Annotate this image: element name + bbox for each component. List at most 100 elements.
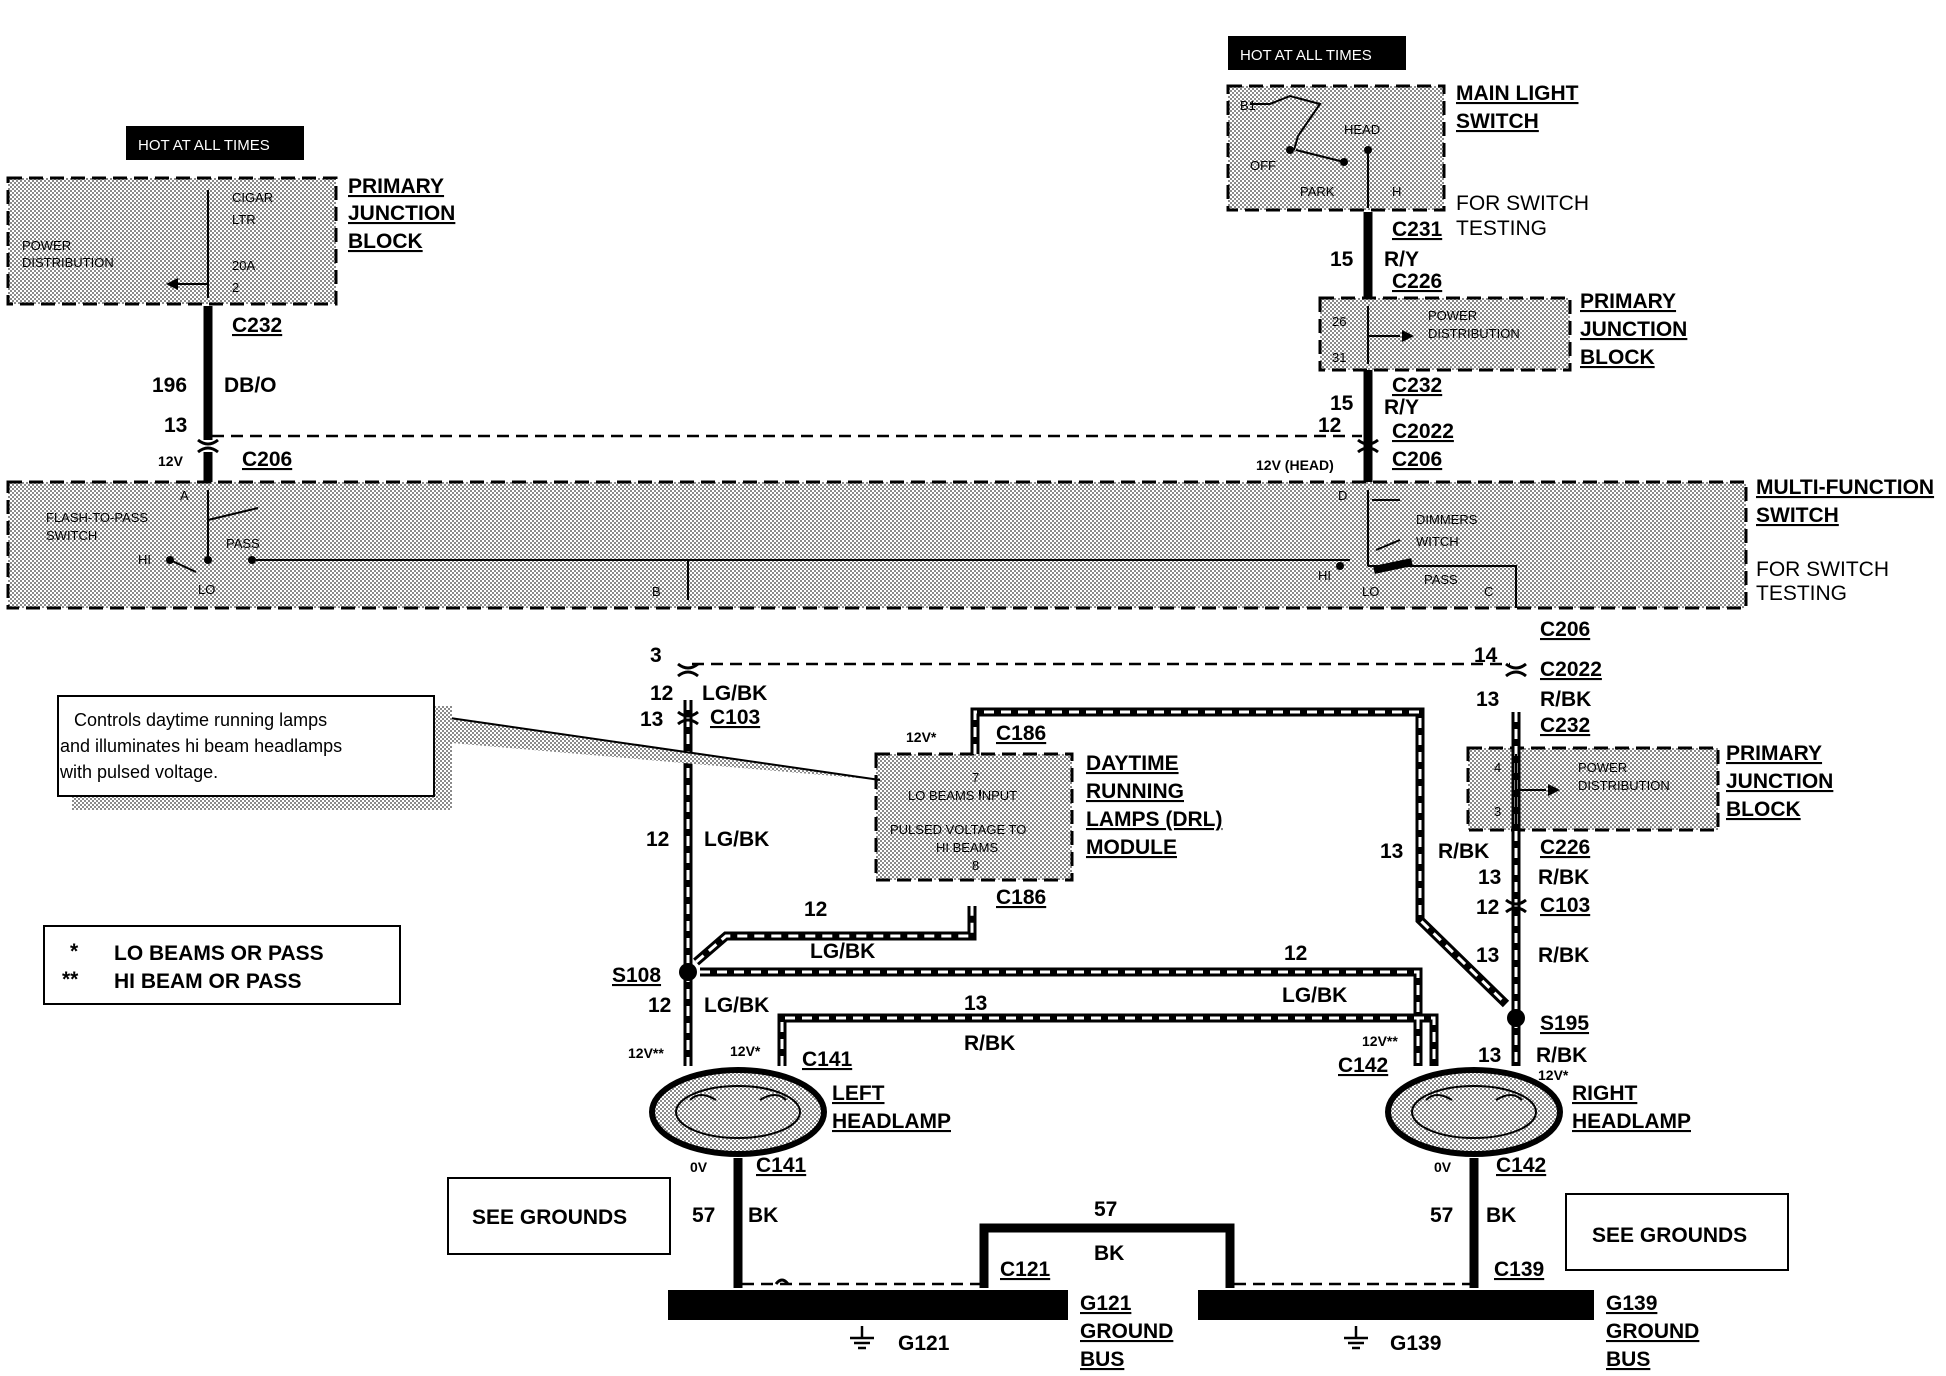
hot-tag-right (1228, 36, 1406, 70)
pjb-mid-label: PRIMARY JUNCTION BLOCK (1580, 290, 1687, 369)
svg-text:B: B (652, 584, 661, 599)
svg-text:LO BEAMS INPUT: LO BEAMS INPUT (908, 788, 1017, 803)
svg-text:RUNNING: RUNNING (1086, 780, 1184, 803)
svg-text:BUS: BUS (1080, 1348, 1124, 1371)
svg-text:12V**: 12V** (1362, 1033, 1398, 1049)
svg-text:LAMPS (DRL): LAMPS (DRL) (1086, 808, 1222, 831)
svg-text:G139: G139 (1606, 1292, 1657, 1315)
main-light-switch-box (1226, 84, 1446, 212)
svg-text:PARK: PARK (1300, 184, 1335, 199)
svg-text:57: 57 (1094, 1198, 1117, 1221)
see-grounds-right-box (1565, 1193, 1789, 1271)
svg-text:R/Y: R/Y (1384, 396, 1419, 419)
svg-text:**: ** (62, 968, 79, 991)
pjb-right-internal: POWER DISTRIBUTION 4 3 (1494, 760, 1670, 819)
svg-text:RIGHT: RIGHT (1572, 1082, 1638, 1105)
svg-text:BLOCK: BLOCK (348, 230, 423, 253)
legend-box (43, 925, 401, 1005)
svg-text:DISTRIBUTION: DISTRIBUTION (1428, 326, 1520, 341)
drl-module-box (874, 752, 1074, 882)
svg-text:S195: S195 (1540, 1012, 1589, 1035)
svg-text:BLOCK: BLOCK (1580, 346, 1655, 369)
hot-tag-right-text: HOT AT ALL TIMES (1240, 47, 1372, 64)
svg-text:12V: 12V (158, 453, 184, 469)
svg-text:13: 13 (964, 992, 987, 1015)
svg-text:R/BK: R/BK (1538, 866, 1589, 889)
svg-text:PASS: PASS (1424, 572, 1458, 587)
svg-text:15: 15 (1330, 392, 1354, 415)
svg-text:8: 8 (972, 858, 979, 873)
pjb-left-internal: POWER DISTRIBUTION CIGAR LTR 20A 2 (22, 190, 273, 295)
svg-text:LG/BK: LG/BK (704, 828, 769, 851)
svg-text:C103: C103 (710, 706, 760, 729)
svg-text:MAIN LIGHT: MAIN LIGHT (1456, 82, 1579, 105)
svg-text:JUNCTION: JUNCTION (1726, 770, 1833, 793)
svg-text:POWER: POWER (22, 238, 71, 253)
svg-text:13: 13 (1478, 866, 1501, 889)
svg-text:20A: 20A (232, 258, 255, 273)
right-headlamp (1385, 1067, 1563, 1157)
svg-text:HI BEAM OR PASS: HI BEAM OR PASS (114, 970, 301, 993)
ground-bus-labels: G121 GROUND BUS G139 GROUND BUS G121 G13… (898, 1292, 1699, 1371)
svg-text:SWITCH: SWITCH (46, 528, 97, 543)
svg-text:C232: C232 (1392, 374, 1442, 397)
pjb-left-label: PRIMARY JUNCTION BLOCK (348, 175, 455, 253)
svg-text:MULTI-FUNCTION: MULTI-FUNCTION (1756, 476, 1934, 499)
svg-text:12: 12 (1284, 942, 1307, 965)
svg-text:15: 15 (1330, 248, 1354, 271)
svg-text:13: 13 (1380, 840, 1403, 863)
svg-text:R/BK: R/BK (1540, 688, 1591, 711)
svg-text:13: 13 (1476, 944, 1499, 967)
svg-text:C206: C206 (1540, 618, 1590, 641)
svg-text:LO: LO (1362, 584, 1379, 599)
svg-text:HI: HI (1318, 568, 1331, 583)
legend-text: * LO BEAMS OR PASS ** HI BEAM OR PASS (62, 940, 324, 993)
svg-text:12V*: 12V* (1538, 1067, 1569, 1083)
right-junction-block (1466, 746, 1720, 832)
svg-text:C186: C186 (996, 886, 1046, 909)
svg-text:CIGAR: CIGAR (232, 190, 273, 205)
hot-tag-left-text: HOT AT ALL TIMES (138, 137, 270, 154)
svg-text:0V: 0V (690, 1159, 708, 1175)
see-grounds-left-box (447, 1177, 671, 1255)
svg-text:12: 12 (804, 898, 827, 921)
svg-text:C: C (1484, 584, 1493, 599)
svg-text:LO BEAMS OR PASS: LO BEAMS OR PASS (114, 942, 324, 965)
pjb-right-label: PRIMARY JUNCTION BLOCK (1726, 742, 1833, 821)
svg-text:LG/BK: LG/BK (810, 940, 875, 963)
svg-text:G139: G139 (1390, 1332, 1441, 1355)
svg-text:LG/BK: LG/BK (702, 682, 767, 705)
svg-text:12: 12 (648, 994, 671, 1017)
svg-text:SEE GROUNDS: SEE GROUNDS (1592, 1224, 1747, 1247)
svg-text:BK: BK (748, 1204, 778, 1227)
mfs-test-label: FOR SWITCH TESTING (1756, 558, 1889, 605)
ground-bus-g121 (668, 1290, 1068, 1320)
svg-text:13: 13 (1476, 688, 1499, 711)
svg-text:LO: LO (198, 582, 215, 597)
main-light-switch-label: MAIN LIGHT SWITCH (1456, 82, 1579, 133)
svg-text:R/BK: R/BK (1538, 944, 1589, 967)
svg-text:DISTRIBUTION: DISTRIBUTION (1578, 778, 1670, 793)
svg-text:A: A (180, 488, 189, 503)
svg-text:12V*: 12V* (730, 1043, 761, 1059)
svg-text:3: 3 (1494, 804, 1501, 819)
svg-text:PRIMARY: PRIMARY (1580, 290, 1676, 313)
svg-text:HEADLAMP: HEADLAMP (1572, 1110, 1691, 1133)
svg-text:12V**: 12V** (628, 1045, 664, 1061)
svg-text:FOR SWITCH: FOR SWITCH (1456, 192, 1589, 215)
internal-circuits (169, 94, 1546, 826)
drl-internal: 7 LO BEAMS INPUT PULSED VOLTAGE TO HI BE… (890, 770, 1026, 873)
voltage-labels: 12V 12V (HEAD) 12V* 12V** 12V* 12V** 12V… (158, 453, 1569, 1175)
svg-text:C232: C232 (1540, 714, 1590, 737)
main-switch-internal: B1 HEAD OFF PARK H (1240, 98, 1401, 199)
connector-labels: C232 C206 C231 C226 C232 C2022 C206 C206… (232, 218, 1602, 1281)
svg-text:BLOCK: BLOCK (1726, 798, 1801, 821)
svg-text:OFF: OFF (1250, 158, 1276, 173)
svg-text:DISTRIBUTION: DISTRIBUTION (22, 255, 114, 270)
svg-text:C142: C142 (1496, 1154, 1546, 1177)
svg-text:and illuminates hi beam headla: and illuminates hi beam headlamps (60, 736, 342, 756)
svg-text:G121: G121 (1080, 1292, 1132, 1315)
svg-text:HEADLAMP: HEADLAMP (832, 1110, 951, 1133)
